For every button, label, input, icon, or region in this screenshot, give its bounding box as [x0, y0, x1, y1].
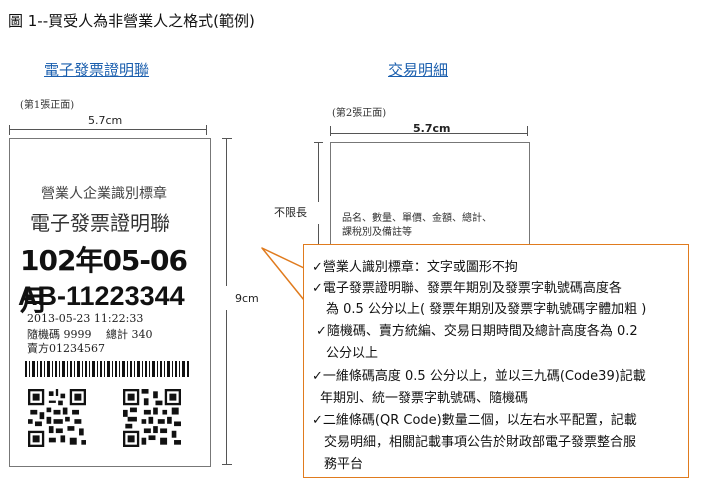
callout-line: ✓一維條碼高度 0.5 公分以上，並以三九碼(Code39)記載 — [312, 369, 646, 384]
unlimited-length-label: 不限長 — [274, 206, 307, 219]
logo-line: 營業人企業識別標章 — [41, 186, 167, 202]
random-code: 隨機碼 9999 — [27, 328, 92, 341]
invoice-period: 102年05-06月 — [20, 244, 188, 317]
callout-line: 務平台 — [324, 457, 364, 472]
unlimited-line-lower — [318, 224, 319, 246]
callout-line: ✓營業人識別標章：文字或圖形不拘 — [312, 260, 518, 275]
left-page-label: (第1張正面) — [20, 100, 75, 111]
invoice-datetime: 2013-05-23 11:22:33 — [27, 312, 144, 325]
detail-content-line1: 品名、數量、單價、金額、總計、 — [342, 213, 492, 224]
detail-content-line2: 課稅別及備註等 — [342, 227, 412, 238]
figure-title: 圖 1--買受人為非營業人之格式(範例) — [8, 12, 255, 30]
left-heading[interactable]: 電子發票證明聯 — [44, 61, 150, 79]
right-page-label: (第2張正面) — [332, 108, 387, 119]
height-tick-top — [222, 138, 232, 139]
height-line-lower — [226, 310, 227, 465]
unlimited-line-upper — [318, 142, 319, 202]
height-tick-bottom — [222, 464, 232, 465]
right-width-tick-end — [527, 126, 528, 136]
callout-line: ✓電子發票證明聯、發票年期別及發票字軌號碼高度各 — [312, 281, 622, 296]
invoice-proof-card: 營業人企業識別標章 電子發票證明聯 102年05-06月 AB-11223344… — [9, 138, 211, 467]
callout-notes-box: ✓營業人識別標章：文字或圖形不拘 ✓電子發票證明聯、發票年期別及發票字軌號碼高度… — [303, 244, 689, 478]
right-width-tick-start — [330, 126, 331, 136]
barcode-code39 — [25, 361, 189, 377]
callout-line: 為 0.5 公分以上( 發票年期別及發票字軌號碼字體加粗 ) — [326, 302, 647, 317]
callout-line: 公分以上 — [326, 346, 379, 361]
height-label: 9cm — [235, 292, 259, 305]
card-title: 電子發票證明聯 — [30, 211, 170, 235]
transaction-detail-card: 品名、數量、單價、金額、總計、 課稅別及備註等 — [330, 142, 530, 247]
callout-line: 交易明細，相關記載事項公告於財政部電子發票整合服 — [324, 435, 637, 450]
right-width-label: 5.7cm — [413, 122, 451, 135]
callout-line: ✓二維條碼(QR Code)數量二個，以左右水平配置，記載 — [312, 413, 637, 428]
left-width-label: 5.7cm — [88, 114, 123, 127]
height-line-upper — [226, 138, 227, 286]
qr-code-left — [28, 389, 86, 447]
seller-id: 賣方01234567 — [27, 342, 105, 355]
left-width-tick-end — [206, 125, 207, 135]
invoice-number: AB-11223344 — [18, 281, 185, 311]
callout-line: 年期別、統一發票字軌號碼、隨機碼 — [320, 391, 529, 406]
qr-code-right — [123, 389, 181, 447]
unlimited-tick-top — [314, 142, 323, 143]
right-width-line — [330, 133, 528, 134]
total-amount: 總計 340 — [106, 328, 153, 341]
left-width-line — [9, 129, 207, 130]
callout-line: ✓隨機碼、賣方統編、交易日期時間及總計高度各為 0.2 — [316, 324, 638, 339]
right-heading[interactable]: 交易明細 — [388, 61, 449, 79]
left-width-tick-start — [9, 125, 10, 135]
